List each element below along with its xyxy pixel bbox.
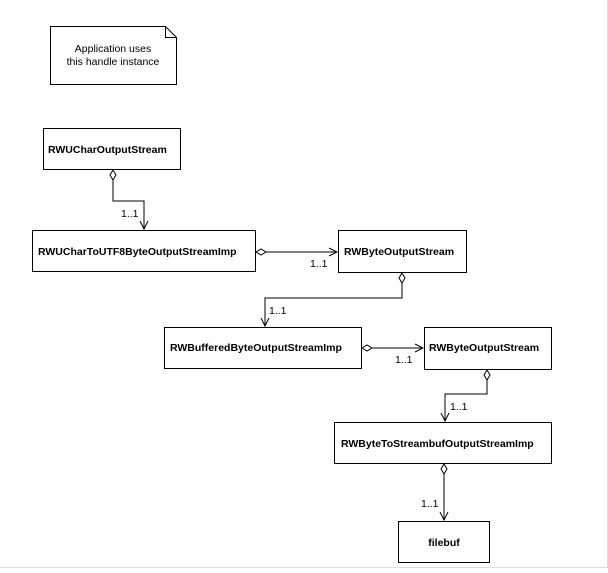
- class-box: [424, 327, 552, 370]
- aggregation-diamond: [440, 463, 448, 475]
- class-name: filebuf: [428, 537, 460, 549]
- class-name: RWByteToStreambufOutputStreamImp: [341, 438, 534, 450]
- association-6: 1..1: [421, 463, 448, 520]
- class-name: RWBufferedByteOutputStreamImp: [170, 342, 342, 354]
- aggregation-diamond: [398, 272, 406, 284]
- multiplicity-label: 1..1: [121, 208, 139, 220]
- class-name: RWByteOutputStream: [429, 342, 539, 354]
- association-4: 1..1: [361, 344, 423, 366]
- association-5: 1..1: [445, 369, 491, 421]
- aggregation-diamond: [255, 248, 267, 256]
- note-line-2: this handle instance: [67, 56, 160, 68]
- class-name: RWByteOutputStream: [344, 246, 454, 258]
- class-rw-buffered-byte-imp[interactable]: RWBufferedByteOutputStreamImp: [164, 327, 362, 369]
- class-rw-byte-output-stream-1[interactable]: RWByteOutputStream: [338, 230, 467, 273]
- class-name: RWUCharToUTF8ByteOutputStreamImp: [38, 246, 237, 258]
- aggregation-diamond: [483, 369, 491, 381]
- association-1: 1..1: [109, 169, 144, 229]
- class-box: [398, 521, 490, 563]
- class-box: [43, 128, 181, 170]
- multiplicity-label: 1..1: [310, 258, 328, 270]
- class-rw-byte-to-streambuf-imp[interactable]: RWByteToStreambufOutputStreamImp: [334, 422, 552, 464]
- note: Application uses this handle instance: [50, 26, 177, 85]
- class-rw-byte-output-stream-2[interactable]: RWByteOutputStream: [424, 327, 552, 370]
- association-line: [112, 180, 144, 229]
- note-fold: [165, 26, 177, 38]
- class-rwu-char-to-utf8-imp[interactable]: RWUCharToUTF8ByteOutputStreamImp: [32, 230, 256, 272]
- multiplicity-label: 1..1: [421, 498, 439, 510]
- multiplicity-label: 1..1: [450, 401, 468, 413]
- multiplicity-label: 1..1: [269, 305, 287, 317]
- class-box: [338, 230, 467, 273]
- association-line: [445, 380, 488, 421]
- association-3: 1..1: [265, 272, 406, 326]
- note-line-1: Application uses: [75, 43, 151, 55]
- class-box: [32, 230, 256, 272]
- aggregation-diamond: [109, 169, 117, 181]
- association-line: [265, 283, 403, 326]
- class-box: [334, 422, 552, 464]
- class-filebuf[interactable]: filebuf: [398, 521, 490, 563]
- multiplicity-label: 1..1: [395, 354, 413, 366]
- class-name: RWUCharOutputStream: [48, 144, 167, 156]
- association-2: 1..1: [255, 248, 337, 270]
- class-rwu-char-output-stream[interactable]: RWUCharOutputStream: [43, 128, 181, 170]
- aggregation-diamond: [361, 344, 373, 352]
- note-shape: [50, 26, 177, 85]
